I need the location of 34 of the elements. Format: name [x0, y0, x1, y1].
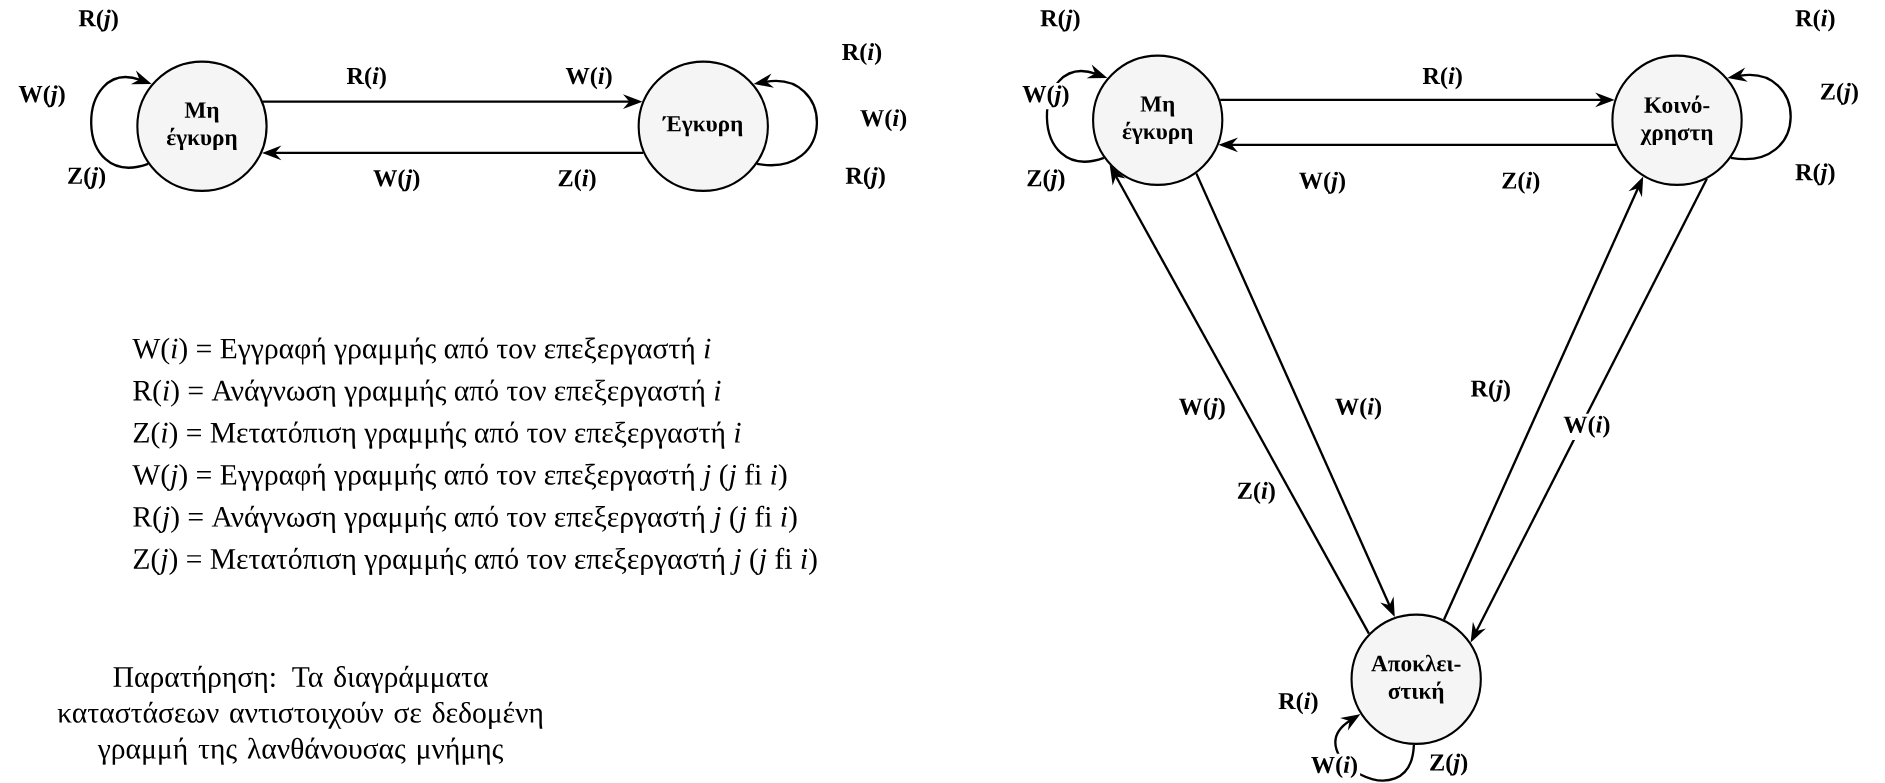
edge-label: R(i): [1792, 7, 1838, 34]
legend-text: Z(i) = Μετατόπιση γραμμής από τον επεξεργαστή i: [133, 421, 741, 449]
legend-text: R(i) = Ανάγνωση γραμμής από τον επεξεργαστή i: [133, 379, 721, 407]
transition-label: Z(i): [555, 167, 599, 194]
transition-label: W(i): [563, 65, 615, 92]
legend-text: W(i) = Εγγραφή γραμμής από τον επεξεργαστή i: [132, 337, 711, 365]
transition-label: Z(j): [1817, 80, 1862, 108]
edge-label: W(j): [1176, 395, 1228, 423]
legend-text: Z(j) = Μετατόπιση γραμμής από τον επεξεργαστή j (j fi i): [133, 548, 817, 576]
transition-label: W(i): [1308, 754, 1361, 781]
edge-label: R(i): [1420, 65, 1465, 92]
legend-text: W(j) = Εγγραφή γραμμής από τον επεξεργαστή j (j fi i): [132, 463, 787, 492]
edge-label: R(i): [344, 65, 389, 92]
edge-label: W(j): [370, 167, 423, 194]
transition-label: Z(i): [1234, 479, 1278, 507]
transition-label: Z(j): [1024, 167, 1068, 194]
transition-label: W(j): [16, 83, 68, 110]
note-text: Παρατήρηση: Τα διαγράμματα καταστάσεων αντιστοιχούν σε δεδομένη γραμμή της λανθάνουσας μνήμης: [57, 665, 543, 765]
edge-label: R(j): [1037, 7, 1083, 34]
edge-label: W(j): [1296, 169, 1349, 197]
transition-label: W(i): [857, 107, 910, 134]
transition-label: R(j): [843, 165, 888, 192]
edge-label: R(i): [839, 41, 885, 68]
transition-label: R(j): [1792, 161, 1838, 188]
edge-label: W(i): [1332, 395, 1385, 423]
legend-text: R(j) = Ανάγνωση γραμμής από τον επεξεργαστή j (j fi i): [133, 505, 797, 534]
edge-label: R(j): [76, 7, 121, 34]
transition-label: Z(j): [1426, 751, 1471, 778]
edge-label: R(i): [1276, 690, 1321, 717]
edge-label: R(j): [1468, 377, 1514, 404]
transition-label: W(j): [1020, 83, 1072, 110]
edge-label: W(i): [1561, 413, 1613, 441]
transition-label: Z(i): [1499, 169, 1543, 197]
transition-label: Z(j): [64, 165, 109, 192]
